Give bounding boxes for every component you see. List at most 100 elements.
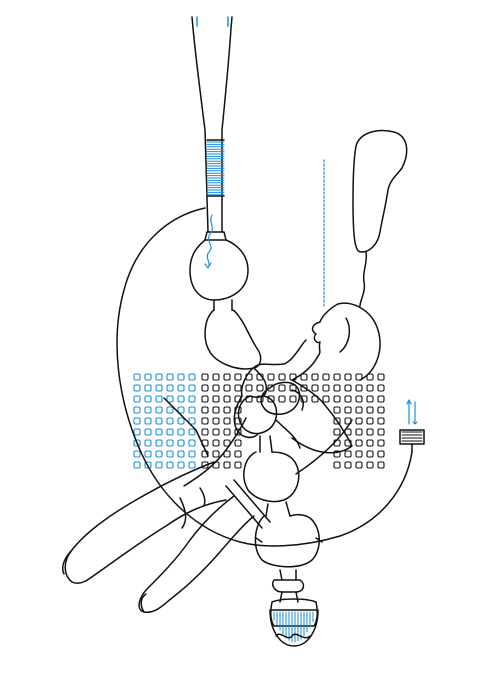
black-grid-cell — [212, 373, 220, 381]
blue-grid-cell — [177, 384, 185, 392]
black-grid-cell — [223, 450, 231, 458]
blue-grid-cell — [133, 417, 141, 425]
black-grid-cell — [333, 406, 341, 414]
black-grid-cell — [355, 428, 363, 436]
black-grid-cell — [311, 384, 319, 392]
black-grid-cell — [366, 373, 374, 381]
black-grid-cell — [377, 428, 385, 436]
blue-grid-cell — [144, 417, 152, 425]
blue-grid-cell — [188, 395, 196, 403]
black-grid-cell — [377, 373, 385, 381]
right-wire — [295, 419, 353, 475]
black-grid-cell — [212, 395, 220, 403]
black-grid-cell — [344, 395, 352, 403]
squiggle-arrow — [204, 214, 213, 269]
blue-grid-cell — [177, 439, 185, 447]
black-grid-cell — [377, 461, 385, 469]
black-grid-cell — [322, 395, 330, 403]
black-grid-cell — [212, 406, 220, 414]
black-grid-cell — [344, 406, 352, 414]
black-grid-cell — [223, 384, 231, 392]
blue-grid-cell — [155, 373, 163, 381]
black-grid-cell — [333, 417, 341, 425]
right-spool — [399, 399, 425, 453]
black-grid-cell — [201, 373, 209, 381]
black-grid-cell — [366, 395, 374, 403]
black-grid-cell — [300, 384, 308, 392]
black-grid-cell — [355, 395, 363, 403]
black-grid-cell — [333, 395, 341, 403]
blue-grid-cell — [166, 417, 174, 425]
blue-grid-cell — [188, 428, 196, 436]
blue-grid-cell — [177, 373, 185, 381]
black-grid-cell — [322, 384, 330, 392]
blue-grid-cell — [144, 439, 152, 447]
blue-grid-cell — [166, 439, 174, 447]
black-grid-cell — [223, 428, 231, 436]
black-grid-cell — [333, 450, 341, 458]
black-grid-cell — [300, 395, 308, 403]
blue-grid-cell — [144, 461, 152, 469]
blue-grid-cell — [166, 384, 174, 392]
hanging-tube — [191, 16, 233, 241]
black-grid-cell — [201, 384, 209, 392]
black-grid-cell — [377, 417, 385, 425]
blue-grid-cell — [177, 461, 185, 469]
black-grid-cell — [223, 439, 231, 447]
black-grid-cell — [278, 384, 286, 392]
blue-grid-cell — [133, 450, 141, 458]
blue-grid-cell — [144, 428, 152, 436]
black-grid-cell — [377, 384, 385, 392]
black-grid-cell — [212, 439, 220, 447]
black-grid-cell — [201, 428, 209, 436]
blue-grid-cell — [188, 439, 196, 447]
loop-cable — [116, 207, 413, 547]
blue-grid-cell — [144, 395, 152, 403]
black-grid-cell — [311, 373, 319, 381]
blue-grid-cell — [155, 406, 163, 414]
black-grid-cell — [234, 439, 242, 447]
black-grid-cell — [267, 395, 275, 403]
black-grid-cell — [377, 395, 385, 403]
black-grid-cell — [278, 373, 286, 381]
black-grid-cell — [333, 373, 341, 381]
blue-grid-cell — [166, 450, 174, 458]
black-grid-cell — [201, 395, 209, 403]
black-grid-cell — [278, 395, 286, 403]
black-grid-cell — [322, 373, 330, 381]
black-grid-cell — [201, 417, 209, 425]
blue-grid-cell — [166, 406, 174, 414]
black-grid-cell — [289, 395, 297, 403]
blue-grid-cell — [155, 439, 163, 447]
black-grid-cell — [234, 450, 242, 458]
black-grid-cell — [300, 373, 308, 381]
blue-grid-cell — [155, 450, 163, 458]
black-grid-cell — [366, 461, 374, 469]
black-grid-cell — [333, 384, 341, 392]
black-grid-cell — [201, 406, 209, 414]
blue-grid-cell — [144, 406, 152, 414]
black-grid-cell — [355, 417, 363, 425]
black-grid-cell — [333, 428, 341, 436]
blue-grid-cell — [155, 461, 163, 469]
bottom-cup — [269, 609, 319, 647]
black-grid-cell — [212, 384, 220, 392]
black-grid-cell — [366, 384, 374, 392]
black-grid-cell — [212, 450, 220, 458]
reclining-figure — [61, 302, 381, 613]
blue-grid-cell — [133, 373, 141, 381]
black-grid-cell — [223, 417, 231, 425]
blue-grid-cell — [166, 428, 174, 436]
blue-grid-cell — [188, 384, 196, 392]
black-grid-cell — [256, 384, 264, 392]
blue-grid-cell — [188, 417, 196, 425]
black-grid-cell — [245, 384, 253, 392]
black-grid-cell — [267, 384, 275, 392]
blue-grid-cell — [177, 428, 185, 436]
blue-grid-cell — [133, 406, 141, 414]
black-grid-cell — [377, 450, 385, 458]
black-grid-cell — [212, 417, 220, 425]
black-grid-cell — [223, 395, 231, 403]
